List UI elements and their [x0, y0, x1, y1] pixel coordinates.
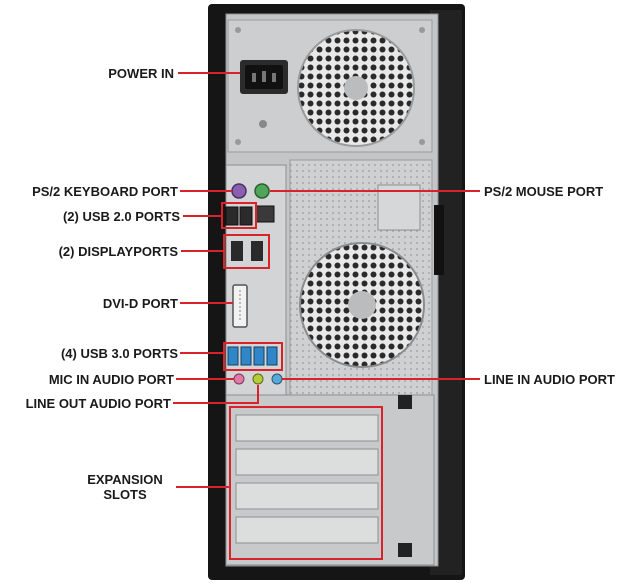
- label-ps2-keyboard: PS/2 KEYBOARD PORT: [32, 184, 178, 199]
- expansion-slot-2: [235, 448, 379, 476]
- label-ps2-mouse: PS/2 MOUSE PORT: [484, 184, 604, 199]
- label-line-out: LINE OUT AUDIO PORT: [25, 396, 171, 411]
- label-dvid: DVI-D PORT: [102, 296, 178, 311]
- label-usb3: (4) USB 3.0 PORTS: [60, 346, 178, 361]
- label-expansion-line1: EXPANSION: [87, 472, 163, 487]
- label-power-in: POWER IN: [108, 66, 174, 81]
- ps2-mouse-port: [254, 183, 270, 199]
- expansion-slot-4: [235, 516, 379, 544]
- leader-line-out: [173, 385, 259, 404]
- expansion-slot-1: [235, 414, 379, 442]
- usb3-port-2: [240, 346, 252, 366]
- ethernet-port: [255, 205, 275, 223]
- usb3-port-4: [266, 346, 278, 366]
- line-out-jack: [252, 373, 264, 385]
- usb2-port-1: [225, 206, 239, 226]
- side-latch: [377, 184, 421, 231]
- usb2-port-2: [239, 206, 253, 226]
- displayport-2: [251, 241, 263, 261]
- mic-in-jack: [233, 373, 245, 385]
- label-displayports: (2) DISPLAYPORTS: [58, 244, 178, 259]
- label-expansion-slots: EXPANSION SLOTS: [70, 472, 180, 502]
- label-mic-in: MIC IN AUDIO PORT: [48, 372, 174, 387]
- power-socket: [240, 60, 288, 128]
- displayport-1: [231, 241, 243, 261]
- usb3-port-1: [227, 346, 239, 366]
- label-expansion-line2: SLOTS: [103, 487, 147, 502]
- label-usb2: (2) USB 2.0 PORTS: [62, 209, 180, 224]
- expansion-callout-box: [229, 406, 383, 560]
- expansion-slot-3: [235, 482, 379, 510]
- line-in-jack: [271, 373, 283, 385]
- usb3-port-3: [253, 346, 265, 366]
- ps2-keyboard-port: [231, 183, 247, 199]
- label-line-in: LINE IN AUDIO PORT: [484, 372, 615, 387]
- usb3-callout-box: [223, 342, 283, 371]
